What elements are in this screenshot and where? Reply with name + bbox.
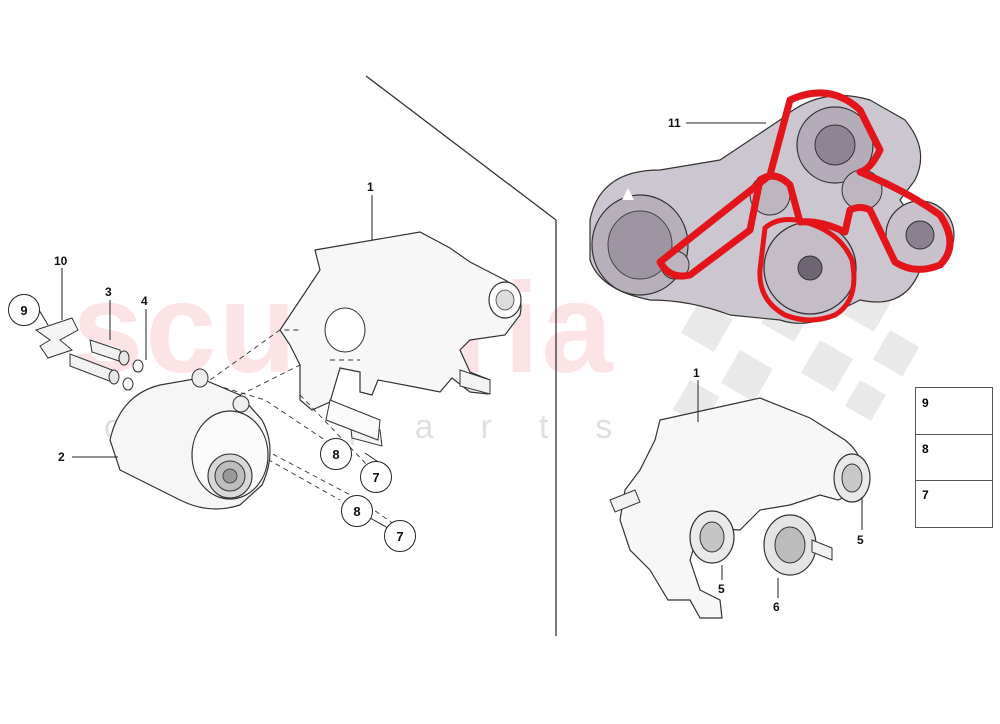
circle-callout-washer-lower: 8: [341, 495, 373, 527]
legend-row-washer: 8: [916, 434, 992, 481]
bracket-lower: [609, 397, 871, 619]
leader-screw: [38, 309, 49, 326]
tensioner-pin: [811, 539, 833, 561]
legend-num-washer: 8: [922, 442, 929, 456]
circle-callout-screw: 9: [8, 294, 40, 326]
hardware-legend: 9 8 7: [915, 387, 993, 528]
callout-bracket-bottom: 1: [693, 366, 700, 380]
circle-callout-washer-upper: 8: [320, 438, 352, 470]
legend-num-bolt: 7: [922, 488, 929, 502]
callout-tensioner: 6: [773, 600, 780, 614]
belt-assembly: [589, 89, 955, 324]
callout-washer: 4: [141, 294, 148, 308]
hardware-small: [34, 317, 144, 391]
bracket-upper: [279, 231, 522, 447]
circle-callout-bolt-upper: 7: [360, 461, 392, 493]
bracket-upper-bore-inner: [495, 289, 515, 311]
alternator-mount-ear-2: [232, 395, 250, 413]
callout-belt: 11: [668, 116, 681, 130]
circle-callout-bolt-lower: 7: [384, 520, 416, 552]
callout-alternator: 2: [58, 450, 65, 464]
legend-num-screw: 9: [922, 396, 929, 410]
bracket-upper-pin-b: [459, 369, 491, 395]
bracket-upper-boss: [324, 307, 366, 353]
alternator-face: [607, 210, 673, 280]
callout-roller-right: 5: [857, 533, 864, 547]
drive-belt: [656, 89, 954, 280]
bolt-head-lower: [108, 369, 120, 385]
bolt-3-upper: [89, 339, 123, 363]
bolt-3-lower: [69, 353, 113, 383]
right-pulley-hub: [905, 220, 935, 250]
leader-washer-lower: [369, 517, 389, 529]
drive-belt-crank-wrap: [757, 217, 857, 323]
bracket-lower-body: [619, 397, 864, 619]
alignment-lines: [202, 329, 396, 526]
alternator-pulley-hub: [222, 468, 238, 484]
bolt-head-upper: [118, 350, 130, 366]
callout-bracket-top: 1: [367, 180, 374, 194]
callout-bolt: 3: [105, 285, 112, 299]
crank-pulley-hub: [797, 255, 823, 281]
alternator: [109, 368, 271, 510]
roller-left-hub: [699, 521, 725, 553]
separator-diagonal: [365, 75, 557, 221]
callout-plate: 10: [54, 254, 68, 268]
washer-4-upper: [132, 359, 144, 373]
locking-plate: [34, 317, 79, 359]
direction-arrow: [622, 188, 634, 200]
roller-right-hub: [841, 463, 863, 493]
callout-roller-left: 5: [718, 582, 725, 596]
washer-4-lower: [122, 377, 134, 391]
upper-pulley-hub: [814, 124, 856, 166]
legend-row-bolt: 7: [916, 480, 992, 526]
tensioner-hub: [774, 526, 806, 564]
bracket-lower-pin: [609, 489, 641, 513]
bracket-upper-foot: [325, 399, 381, 441]
legend-row-screw: 9: [916, 388, 992, 435]
alternator-mount-ear: [191, 368, 209, 388]
